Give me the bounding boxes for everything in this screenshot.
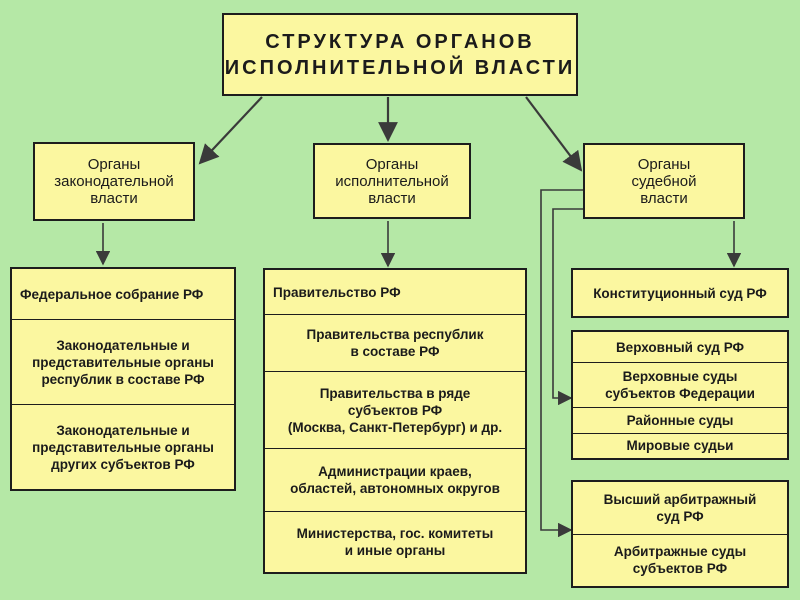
arbitration-courts: Высший арбитражный суд РФ Арбитражные су… [571, 480, 789, 588]
list-item: Районные суды [573, 408, 787, 434]
branch-executive: Органы исполнительной власти [313, 143, 471, 219]
list-item: Законодательные и представительные орган… [12, 320, 234, 405]
line-judicial-arbitration [540, 189, 584, 538]
list-item: Администрации краев, областей, автономны… [265, 449, 525, 512]
branch-judicial: Органы судебной власти [583, 143, 745, 219]
list-item: Федеральное собрание РФ [12, 269, 234, 320]
list-item: Верховные суды субъектов Федерации [573, 363, 787, 408]
list-item: Министерства, гос. комитеты и иные орган… [296, 526, 494, 558]
legislative-list: Федеральное собрание РФ Законодательные … [10, 267, 236, 491]
arrow-title-judicial [525, 96, 583, 172]
line-judicial-general [552, 208, 584, 406]
list-item: Мировые судьи [626, 438, 734, 454]
list-item: Правительства республик в составе РФ [265, 315, 525, 372]
branch-legislative: Органы законодательной власти [33, 142, 195, 221]
list-item: Верховный суд РФ [573, 332, 787, 363]
list-item: Правительство РФ [265, 270, 525, 315]
list-item: Высший арбитражный суд РФ [573, 482, 787, 535]
list-item: Арбитражные суды субъектов РФ [613, 544, 747, 577]
arrow-title-legislative [198, 96, 263, 165]
executive-list: Правительство РФ Правительства республик… [263, 268, 527, 574]
general-courts: Верховный суд РФ Верховные суды субъекто… [571, 330, 789, 460]
list-item: Законодательные и представительные орган… [32, 422, 214, 472]
diagram-title: СТРУКТУРА ОРГАНОВ ИСПОЛНИТЕЛЬНОЙ ВЛАСТИ [222, 13, 578, 96]
constitutional-court: Конституционный суд РФ [571, 268, 789, 318]
list-item: Правительства в ряде субъектов РФ (Москв… [265, 372, 525, 449]
